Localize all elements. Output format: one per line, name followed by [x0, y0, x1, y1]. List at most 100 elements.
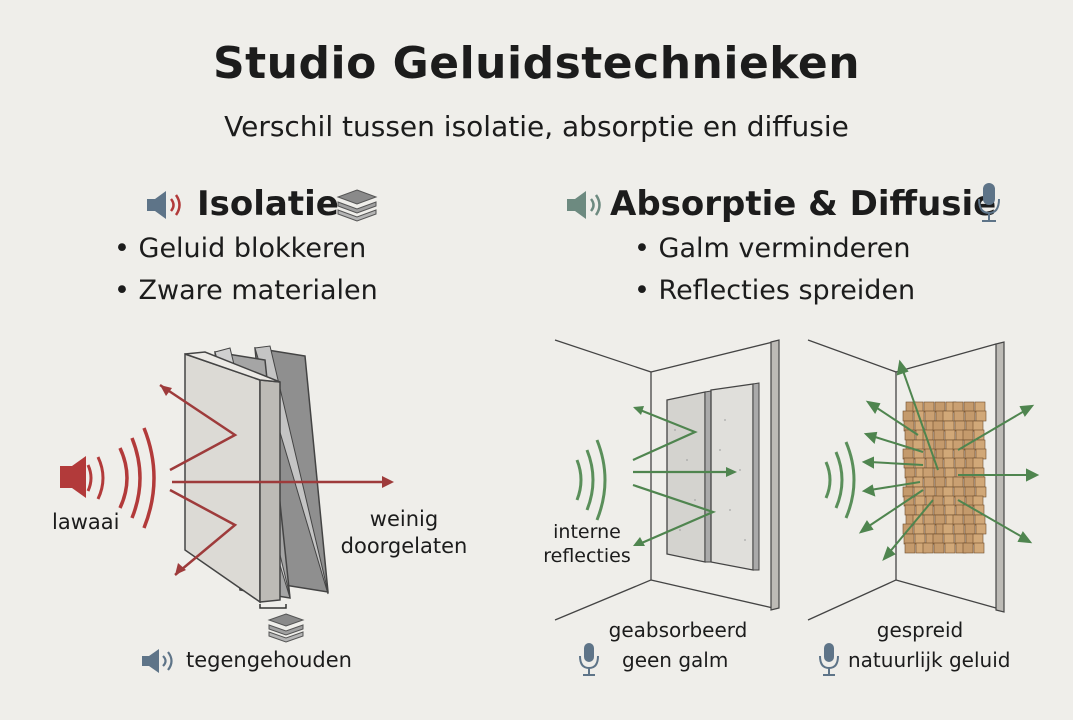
diffuser-block — [934, 401, 946, 413]
microphone-icon — [579, 643, 599, 676]
absorption-bullet-2: • Reflecties spreiden — [634, 275, 916, 306]
diffuser-block — [944, 429, 956, 441]
diffuser-block — [922, 542, 934, 554]
diffuser-block — [902, 410, 914, 422]
stopped-label: tegengehouden — [186, 648, 352, 672]
page-subtitle: Verschil tussen isolatie, absorptie en d… — [224, 110, 849, 143]
diffuser-block — [963, 476, 975, 488]
diffuser-block — [963, 401, 975, 413]
diffuser-block — [974, 439, 986, 451]
layers-icon — [267, 613, 305, 643]
diffuser-block — [934, 439, 946, 451]
diffuser-block — [952, 401, 964, 413]
diffuser-block — [943, 533, 955, 545]
diffuser-block — [962, 429, 974, 441]
diffuser-block — [964, 410, 976, 422]
diffuser-block — [913, 523, 925, 535]
diffuser-block — [933, 467, 945, 479]
diffuser-block — [962, 467, 974, 479]
diffuser-block — [944, 467, 956, 479]
speaker-icon — [147, 191, 181, 219]
diffuser-block — [924, 486, 936, 498]
diffuser-block — [934, 514, 946, 526]
diffuser-block — [933, 542, 945, 554]
absorbed-label: geabsorbeerd — [608, 618, 748, 642]
diffuser-block — [954, 457, 966, 469]
speaker-icon — [567, 191, 601, 219]
diffuser-block — [975, 486, 987, 498]
diffuser-block — [904, 542, 916, 554]
diffuser-block — [952, 476, 964, 488]
diffuser-block — [964, 523, 976, 535]
diffuser-block — [904, 504, 916, 516]
diffuser-block — [914, 457, 926, 469]
absorption-diffusion-heading: Absorptie & Diffusie — [610, 184, 997, 224]
diffuser-block — [932, 420, 944, 432]
diffused-label: gespreid — [876, 618, 964, 642]
diffuser-block — [953, 486, 965, 498]
isolation-bullet-1: • Geluid blokkeren — [114, 233, 367, 264]
diffuser-block — [924, 410, 936, 422]
diffuser-block — [933, 504, 945, 516]
diffuser-block — [942, 448, 954, 460]
diffuser-block — [942, 410, 954, 422]
diffuser-block — [972, 495, 984, 507]
diffuser-block — [944, 504, 956, 516]
diffuser-block — [902, 448, 914, 460]
diffuser-block — [954, 533, 966, 545]
diffuser-block — [972, 420, 984, 432]
diffuser-block — [953, 410, 965, 422]
natural-sound-label: natuurlijk geluid — [848, 648, 1011, 672]
diffuser-block — [904, 467, 916, 479]
diffuser-block — [922, 467, 934, 479]
diffuser-block — [952, 514, 964, 526]
no-reverb-label: geen galm — [622, 648, 729, 672]
diffuser-block — [974, 514, 986, 526]
speaker-icon — [142, 649, 173, 673]
diffuser-block — [902, 486, 914, 498]
absorption-diagram — [554, 339, 780, 621]
diffuser-block — [923, 401, 935, 413]
diffuser-block — [932, 533, 944, 545]
isolation-wall-diagram — [60, 345, 394, 609]
diffuser-block — [962, 542, 974, 554]
diffuser-block — [973, 542, 985, 554]
diffuser-block — [914, 495, 926, 507]
diffuser-panel — [902, 401, 987, 554]
diffuser-block — [963, 514, 975, 526]
diffuser-block — [923, 476, 935, 488]
diffuser-block — [934, 476, 946, 488]
diffuser-block — [954, 420, 966, 432]
isolation-bullet-2: • Zware materialen — [114, 275, 378, 306]
diffuser-block — [924, 523, 936, 535]
diffuser-block — [933, 429, 945, 441]
microphone-icon — [978, 183, 1000, 222]
diffuser-block — [974, 476, 986, 488]
diffuser-block — [903, 533, 915, 545]
microphone-icon — [819, 643, 839, 676]
diffuser-block — [953, 523, 965, 535]
source-label: lawaai — [52, 510, 120, 534]
diffuser-block — [944, 542, 956, 554]
page-title: Studio Geluidstechnieken — [212, 38, 861, 89]
diffuser-block — [943, 420, 955, 432]
diffuser-block — [914, 533, 926, 545]
diffuser-block — [974, 401, 986, 413]
diffuser-block — [932, 495, 944, 507]
diffuser-block — [964, 448, 976, 460]
diffuser-block — [973, 467, 985, 479]
diffuser-block — [975, 523, 987, 535]
isolation-heading: Isolatie — [197, 184, 339, 224]
diffuser-block — [975, 448, 987, 460]
diffuser-block — [942, 523, 954, 535]
diffuser-block — [972, 457, 984, 469]
diffuser-block — [923, 514, 935, 526]
diffuser-block — [964, 486, 976, 498]
layers-icon — [336, 189, 378, 222]
diffuser-block — [975, 410, 987, 422]
diffuser-block — [942, 486, 954, 498]
diffuser-block — [972, 533, 984, 545]
diffuser-block — [943, 495, 955, 507]
